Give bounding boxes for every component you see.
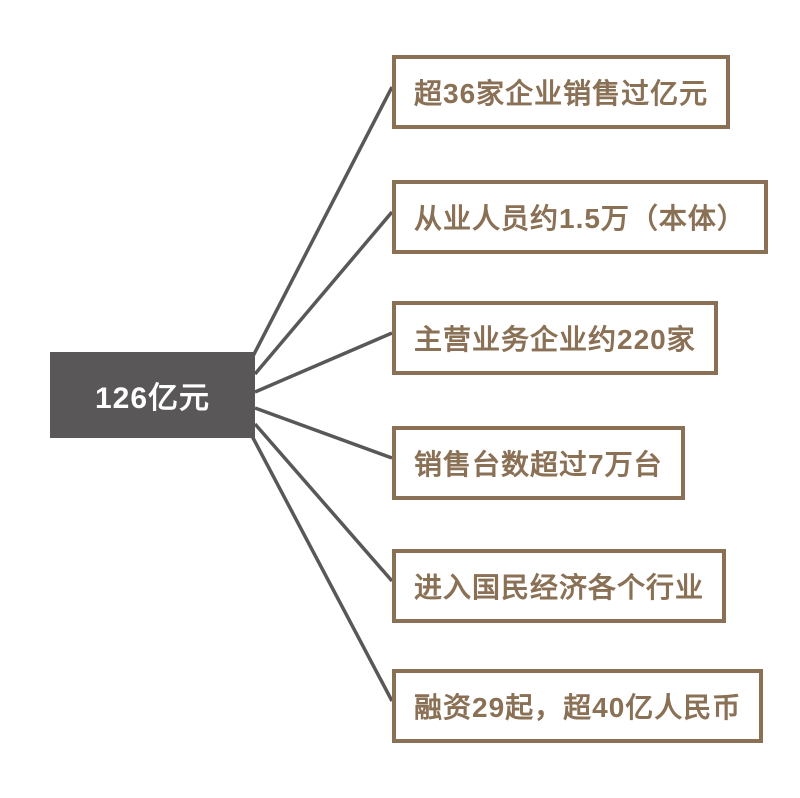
leaf-node-3: 主营业务企业约220家 bbox=[392, 301, 718, 375]
leaf-node-6-label: 融资29起，超40亿人民币 bbox=[414, 692, 742, 723]
leaf-node-4: 销售台数超过7万台 bbox=[392, 426, 685, 500]
connector-line-2 bbox=[253, 210, 394, 376]
leaf-node-6: 融资29起，超40亿人民币 bbox=[392, 669, 764, 743]
leaf-node-1-label: 超36家企业销售过亿元 bbox=[414, 78, 709, 109]
center-node-label: 126亿元 bbox=[94, 382, 211, 415]
connector-line-3 bbox=[254, 331, 393, 394]
leaf-node-2: 从业人员约1.5万（本体） bbox=[392, 180, 768, 254]
connector-line-6 bbox=[250, 435, 394, 702]
leaf-node-2-label: 从业人员约1.5万（本体） bbox=[414, 203, 746, 234]
leaf-node-1: 超36家企业销售过亿元 bbox=[392, 55, 731, 129]
leaf-node-5: 进入国民经济各个行业 bbox=[392, 549, 727, 623]
connector-line-4 bbox=[254, 406, 393, 460]
leaf-node-3-label: 主营业务企业约220家 bbox=[414, 324, 696, 355]
leaf-node-5-label: 进入国民经济各个行业 bbox=[414, 572, 705, 603]
connector-line-5 bbox=[253, 422, 394, 583]
leaf-node-4-label: 销售台数超过7万台 bbox=[414, 449, 663, 480]
center-node: 126亿元 bbox=[50, 352, 255, 438]
connector-line-1 bbox=[250, 86, 394, 359]
